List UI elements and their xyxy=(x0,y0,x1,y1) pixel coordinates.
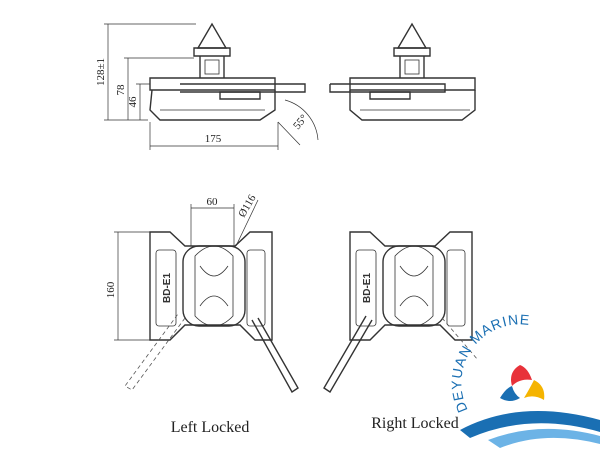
side-view-left: 128±1 78 46 175 55° xyxy=(95,22,319,150)
dim-angle: 55° xyxy=(291,112,310,132)
brand-wave-icon-2 xyxy=(488,428,600,448)
part-mark-left: BD-E1 xyxy=(162,273,173,303)
caption-left-locked: Left Locked xyxy=(171,419,250,436)
brand-name-text: DEYUAN MARINE xyxy=(448,311,531,415)
caption-right-locked: Right Locked xyxy=(371,415,459,432)
top-view-right: BD-E1 xyxy=(323,231,479,393)
dim-length: 160 xyxy=(105,281,117,298)
side-view-right xyxy=(329,22,476,121)
dim-width: 175 xyxy=(205,133,222,145)
dim-height-mid: 78 xyxy=(115,84,127,96)
brand-logo: DEYUAN MARINE xyxy=(448,311,600,448)
brand-swirl-icon xyxy=(500,365,545,401)
brand-name-path: DEYUAN MARINE xyxy=(448,311,530,415)
dim-height-low: 46 xyxy=(127,96,139,108)
dim-height-total: 128±1 xyxy=(95,58,107,86)
brand-wave-icon xyxy=(460,411,600,438)
dim-spacing: 60 xyxy=(207,196,219,208)
top-view-left: BD-E1 60 Ø116 160 xyxy=(105,192,299,394)
part-mark-right: BD-E1 xyxy=(362,273,373,303)
